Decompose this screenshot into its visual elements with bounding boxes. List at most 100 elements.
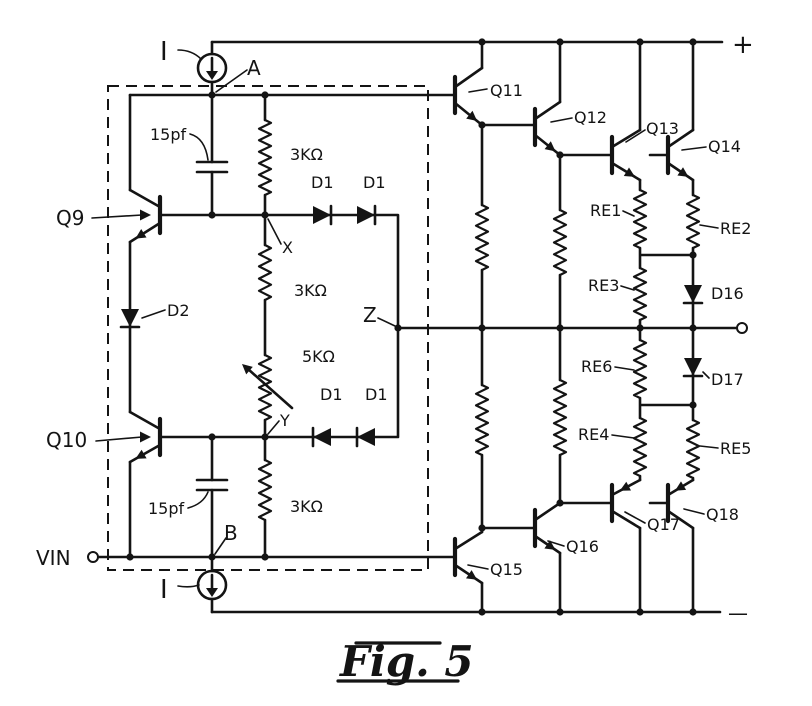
emitter-arrow-icon	[135, 229, 147, 239]
transistor-q10	[128, 410, 163, 464]
resistor-3k-bottom	[257, 458, 273, 522]
junction-dot	[689, 324, 697, 332]
diode-triangle	[121, 309, 139, 327]
transistor-q9	[128, 188, 163, 244]
transistor-q11	[452, 66, 484, 127]
leader-node-b	[214, 537, 227, 555]
transistor-emitter-lead	[666, 509, 695, 530]
transistor-collector-lead	[128, 410, 162, 431]
transistor-q13	[609, 128, 642, 182]
leader-q17	[624, 511, 646, 524]
transistor-emitter-lead	[610, 509, 642, 530]
junction-dots	[126, 38, 697, 616]
junction-dot	[636, 38, 644, 46]
transistor-emitter-lead	[128, 443, 162, 464]
labels: I A + Q11 Q12 Q13 Q14 15pf 3KΩ D1 D1 Q9 …	[36, 30, 754, 625]
resistor-3k-middle	[257, 243, 273, 302]
junction-dot	[478, 524, 486, 532]
resistor-5k-variable	[257, 353, 273, 422]
re2-label: RE2	[720, 219, 751, 238]
diode-d17	[682, 358, 704, 378]
output-stage-returns	[480, 526, 695, 614]
current-arrowhead-icon	[206, 588, 218, 597]
resistor-3k-middle-label: 3KΩ	[294, 281, 327, 300]
junction-dot	[556, 499, 564, 507]
junction-dot	[556, 38, 564, 46]
resistor-re6	[632, 338, 648, 400]
junction-dot	[394, 324, 402, 332]
leader-re5	[699, 445, 719, 449]
leader-re6	[614, 366, 635, 371]
resistor-3k-top-label: 3KΩ	[290, 145, 323, 164]
emitter-arrow-icon	[677, 167, 689, 177]
current-source-top-label: I	[160, 37, 168, 67]
figure-caption-text: Fig. 5	[339, 637, 474, 686]
junction-dot	[636, 608, 644, 616]
junction-dot	[556, 324, 564, 332]
node-b-label: B	[224, 521, 238, 545]
transistor-q14	[665, 128, 695, 182]
resistor-re4	[632, 416, 648, 478]
junction-dot	[689, 401, 697, 409]
node-y-label: Y	[279, 411, 290, 430]
leader-c-top	[189, 133, 209, 161]
transistor-collector-lead	[666, 128, 695, 149]
junction-dot	[556, 608, 564, 616]
leader-q18	[683, 508, 705, 515]
resistor-5k-label: 5KΩ	[302, 347, 335, 366]
q13-emitter-chain	[638, 178, 695, 482]
q9-pointer-arrowhead-icon	[140, 209, 151, 221]
transistors	[128, 66, 695, 585]
diode-d1-top-right-label: D1	[363, 173, 386, 192]
junction-dot	[556, 151, 564, 159]
diode-d2	[119, 309, 141, 329]
emitter-arrow-icon	[466, 110, 478, 121]
figure-caption: Fig. 5	[336, 637, 474, 686]
junction-dot	[478, 121, 486, 129]
junction-dot	[689, 251, 697, 259]
resistor-3k-top	[257, 118, 273, 197]
resistor-3k-bottom-label: 3KΩ	[290, 497, 323, 516]
diode-triangle	[684, 358, 702, 376]
capacitor-bottom-plates	[195, 478, 229, 492]
leader-node-y	[267, 420, 280, 435]
leader-q14	[681, 146, 707, 151]
re1-label: RE1	[590, 201, 621, 220]
leader-node-x	[267, 218, 282, 245]
variable-resistor-arrow	[246, 367, 294, 410]
current-source-bottom	[196, 569, 228, 601]
diode-triangle	[313, 206, 331, 224]
current-source-bottom-label: I	[160, 575, 168, 605]
diode-triangle	[313, 428, 331, 446]
diode-d1-top-right	[357, 204, 377, 226]
diode-d2-label: D2	[167, 301, 190, 320]
leader-q13	[625, 129, 646, 143]
label-leaders	[91, 49, 719, 588]
diode-d1-bottom-right	[355, 426, 375, 448]
diode-d1-bottom-left-label: D1	[320, 385, 343, 404]
capacitor-bottom-label: 15pf	[148, 499, 185, 518]
current-arrowhead-icon	[206, 71, 218, 80]
emitter-arrow-icon	[544, 141, 556, 152]
transistor-collector-lead	[533, 501, 562, 522]
q11-label: Q11	[490, 81, 523, 100]
diode-triangle	[357, 428, 375, 446]
leader-node-a	[215, 69, 248, 93]
leader-q16	[547, 540, 565, 547]
re3-label: RE3	[588, 276, 619, 295]
resistor-q11-upper	[474, 203, 490, 272]
leader-q11	[468, 88, 488, 93]
wiring	[96, 40, 739, 614]
diode-d16	[682, 285, 704, 305]
resistor-q12-lower	[552, 378, 568, 457]
emitter-arrow-icon	[135, 449, 147, 459]
leader-q9	[91, 214, 143, 219]
junction-dot	[126, 553, 134, 561]
re5-label: RE5	[720, 439, 751, 458]
diode-d17-label: D17	[711, 370, 744, 389]
transistor-emitter-lead	[128, 221, 162, 244]
output-terminal	[736, 322, 748, 334]
diode-d16-label: D16	[711, 284, 744, 303]
leader-d2	[141, 309, 166, 319]
